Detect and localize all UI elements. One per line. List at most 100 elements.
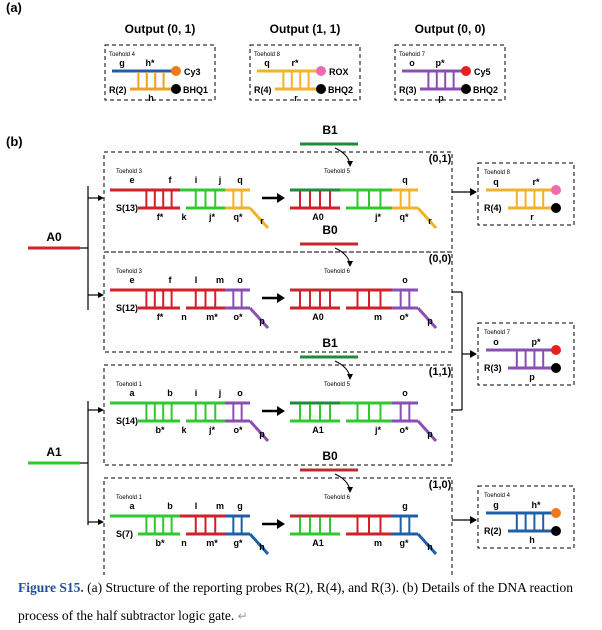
gate-top-label-3-2: l xyxy=(195,501,198,511)
gate-bottom-label-3-2: m* xyxy=(206,538,218,548)
output-probe-toehold-1: Toehold 7 xyxy=(484,330,511,336)
output-state-1: (0,0) xyxy=(429,253,452,265)
branch-arrow-2 xyxy=(98,407,104,413)
trigger-curve-head-1 xyxy=(347,261,353,267)
caption-text: (a) Structure of the reporting probes R(… xyxy=(18,580,573,623)
gate-bottom-label-3-1: n xyxy=(181,538,187,548)
output-probe-toehold-0: Toehold 8 xyxy=(484,170,511,176)
output-dye-icon-0 xyxy=(551,185,561,195)
probe-quencher-1: BHQ2 xyxy=(328,85,353,95)
probe-top-label-0: g xyxy=(119,58,125,68)
gate-bottom-label-1-1: n xyxy=(181,312,187,322)
connector-2-head xyxy=(470,516,477,524)
trigger-name-2: B1 xyxy=(322,336,338,350)
output-probe-top-label2-0: r* xyxy=(532,177,540,187)
output-probe-box-0 xyxy=(477,162,575,226)
output-probe-name-0: R(4) xyxy=(484,203,502,213)
product-bottom-label-1-1: m xyxy=(374,312,382,322)
probe-top-label2-0: h* xyxy=(146,58,155,68)
gate-bottom-label-1-2: m* xyxy=(206,312,218,322)
product-toehold-1: Toehold 6 xyxy=(324,269,351,275)
probe-box-2 xyxy=(394,44,506,101)
product-top-label-3: g xyxy=(402,501,408,511)
panel-label-a: (a) xyxy=(6,0,22,15)
gate-toehold-1: Toehold 3 xyxy=(116,269,143,275)
gate-bottom-label-3-4: h xyxy=(259,542,265,552)
probe-bottom-label-1: r xyxy=(294,93,298,103)
quencher-icon-2 xyxy=(461,84,471,94)
output-quencher-icon-0 xyxy=(551,203,561,213)
output-dye-icon-1 xyxy=(551,345,561,355)
gate-top-label-2-4: o xyxy=(237,388,243,398)
output-quencher-icon-2 xyxy=(551,526,561,536)
gate-top-label-1-0: e xyxy=(129,275,134,285)
trigger-name-3: B0 xyxy=(322,449,338,463)
gate-tail-1 xyxy=(248,306,270,330)
probe-toehold-2: Toehold 7 xyxy=(399,52,426,58)
input-name-0: A0 xyxy=(46,230,62,244)
probe-toehold-1: Toehold 8 xyxy=(254,52,281,58)
product-top-label-2: o xyxy=(402,388,408,398)
output-probe-name-1: R(3) xyxy=(484,363,502,373)
trigger-name-1: B0 xyxy=(322,223,338,237)
gate-top-label-3-3: m xyxy=(216,501,224,511)
gate-bottom-label-1-0: f* xyxy=(157,312,164,322)
reaction-arrow-0-head xyxy=(277,193,285,203)
gate-toehold-0: Toehold 3 xyxy=(116,169,143,175)
connector-1-head xyxy=(470,350,477,358)
gate-bottom-label-0-2: j* xyxy=(208,212,216,222)
output-state-3: (1,0) xyxy=(429,479,452,491)
product-toehold-3: Toehold 6 xyxy=(324,495,351,501)
gate-top-label-2-0: a xyxy=(129,388,135,398)
probe-dye-1: ROX xyxy=(329,67,349,77)
probe-top-label-2: o xyxy=(409,58,415,68)
gate-top-label-3-0: a xyxy=(129,501,135,511)
probe-name-1: R(4) xyxy=(254,85,272,95)
gate-top-label-1-4: o xyxy=(237,275,243,285)
gate-bottom-label-1-3: o* xyxy=(234,312,243,322)
output-probe-bottom-label-0: r xyxy=(530,212,534,222)
probe-quencher-2: BHQ2 xyxy=(473,85,498,95)
gate-bottom-label-0-1: k xyxy=(181,212,187,222)
return-mark: ↵ xyxy=(237,609,248,623)
gate-name-0: S(13) xyxy=(116,203,138,213)
output-probe-box-1 xyxy=(477,322,575,386)
probe-bottom-label-0: h xyxy=(148,93,154,103)
product-bottom-label-0-3: r xyxy=(428,216,432,226)
product-bottom-label-1-2: o* xyxy=(400,312,409,322)
input-name-1: A1 xyxy=(46,445,62,459)
panel-label-b: (b) xyxy=(6,134,23,149)
gate-toehold-3: Toehold 1 xyxy=(116,495,143,501)
probe-dye-2: Cy5 xyxy=(474,67,491,77)
dye-icon-2 xyxy=(461,66,471,76)
gate-top-label-1-1: f xyxy=(169,275,173,285)
gate-bottom-label-2-3: o* xyxy=(234,425,243,435)
gate-top-label-3-1: b xyxy=(167,501,173,511)
product-tail-1 xyxy=(416,306,438,330)
branch-arrow-0 xyxy=(98,195,104,201)
probe-bottom-label-2: p xyxy=(438,93,444,103)
probe-name-2: R(3) xyxy=(399,85,417,95)
product-tail-0 xyxy=(416,206,438,230)
output-probe-name-2: R(2) xyxy=(484,526,502,536)
gate-tail-3 xyxy=(248,532,270,556)
quencher-icon-0 xyxy=(171,84,181,94)
product-bottom-label-3-1: m xyxy=(374,538,382,548)
output-probe-top-label-0: q xyxy=(493,177,499,187)
output-dye-icon-2 xyxy=(551,508,561,518)
quencher-icon-1 xyxy=(316,84,326,94)
probe-quencher-0: BHQ1 xyxy=(183,85,208,95)
product-bottom-label-0-2: q* xyxy=(400,212,409,222)
gate-top-label-3-4: g xyxy=(237,501,243,511)
trigger-curve-head-3 xyxy=(347,487,353,493)
dye-icon-1 xyxy=(316,66,326,76)
product-tail-3 xyxy=(416,532,438,556)
gate-bottom-label-2-2: j* xyxy=(208,425,216,435)
gate-bottom-label-0-3: q* xyxy=(234,212,243,222)
figure-caption: Figure S15. (a) Structure of the reporti… xyxy=(18,574,588,630)
product-bottom-label-3-0: A1 xyxy=(312,538,324,548)
gate-bottom-label-0-0: f* xyxy=(157,212,164,222)
product-bottom-label-3-3: h xyxy=(427,542,433,552)
output-state-0: (0,1) xyxy=(429,153,452,165)
